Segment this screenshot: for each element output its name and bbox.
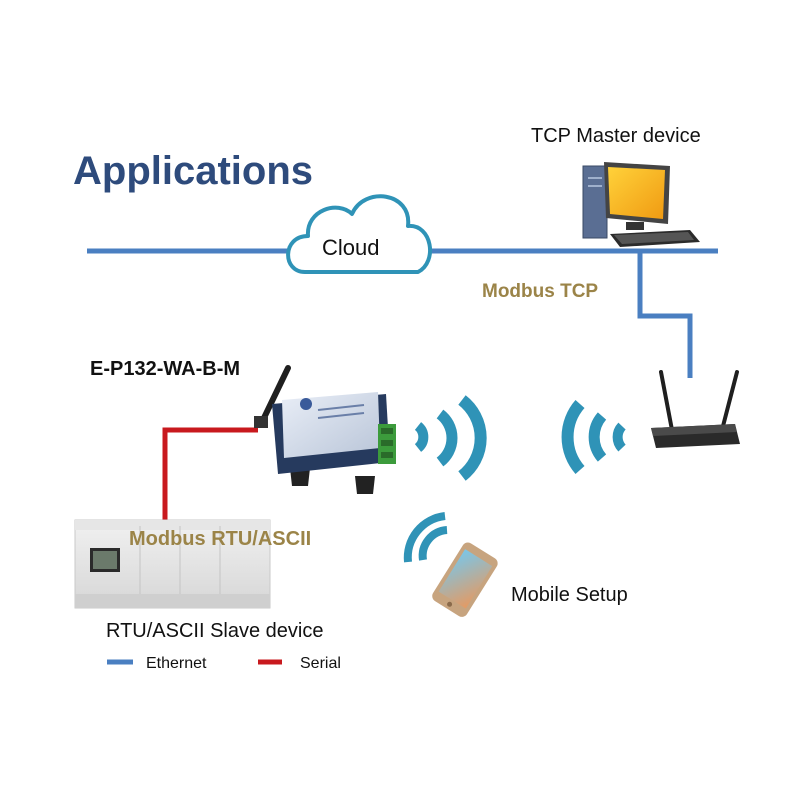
wifi-router-icon [651, 370, 740, 448]
wifi-signal-icon [414, 395, 487, 481]
device-model-label: E-P132-WA-B-M [90, 358, 240, 380]
tcp-master-label: TCP Master device [531, 125, 701, 147]
cloud-label: Cloud [322, 235, 379, 260]
modbus-tcp-label: Modbus TCP [482, 281, 598, 302]
smartphone-icon [432, 542, 498, 617]
legend: Ethernet Serial [107, 655, 341, 672]
serial-cable [162, 427, 258, 530]
cloud-icon [286, 194, 433, 274]
desktop-computer-icon [582, 162, 700, 247]
wifi-signal-icon [561, 400, 626, 474]
ethernet-drop-to-router [637, 251, 693, 378]
legend-serial-label: Serial [300, 655, 341, 672]
rtu-ascii-slave-label: RTU/ASCII Slave device [106, 620, 324, 642]
serial-to-wifi-gateway-icon [254, 365, 396, 494]
legend-ethernet-label: Ethernet [146, 655, 207, 672]
mobile-setup-label: Mobile Setup [511, 584, 628, 606]
modbus-rtu-ascii-label: Modbus RTU/ASCII [129, 528, 311, 550]
diagram-title: Applications [73, 149, 313, 193]
wifi-signal-icon [403, 512, 448, 563]
plc-controller-icon [74, 519, 271, 609]
ethernet-backbone [87, 248, 718, 378]
